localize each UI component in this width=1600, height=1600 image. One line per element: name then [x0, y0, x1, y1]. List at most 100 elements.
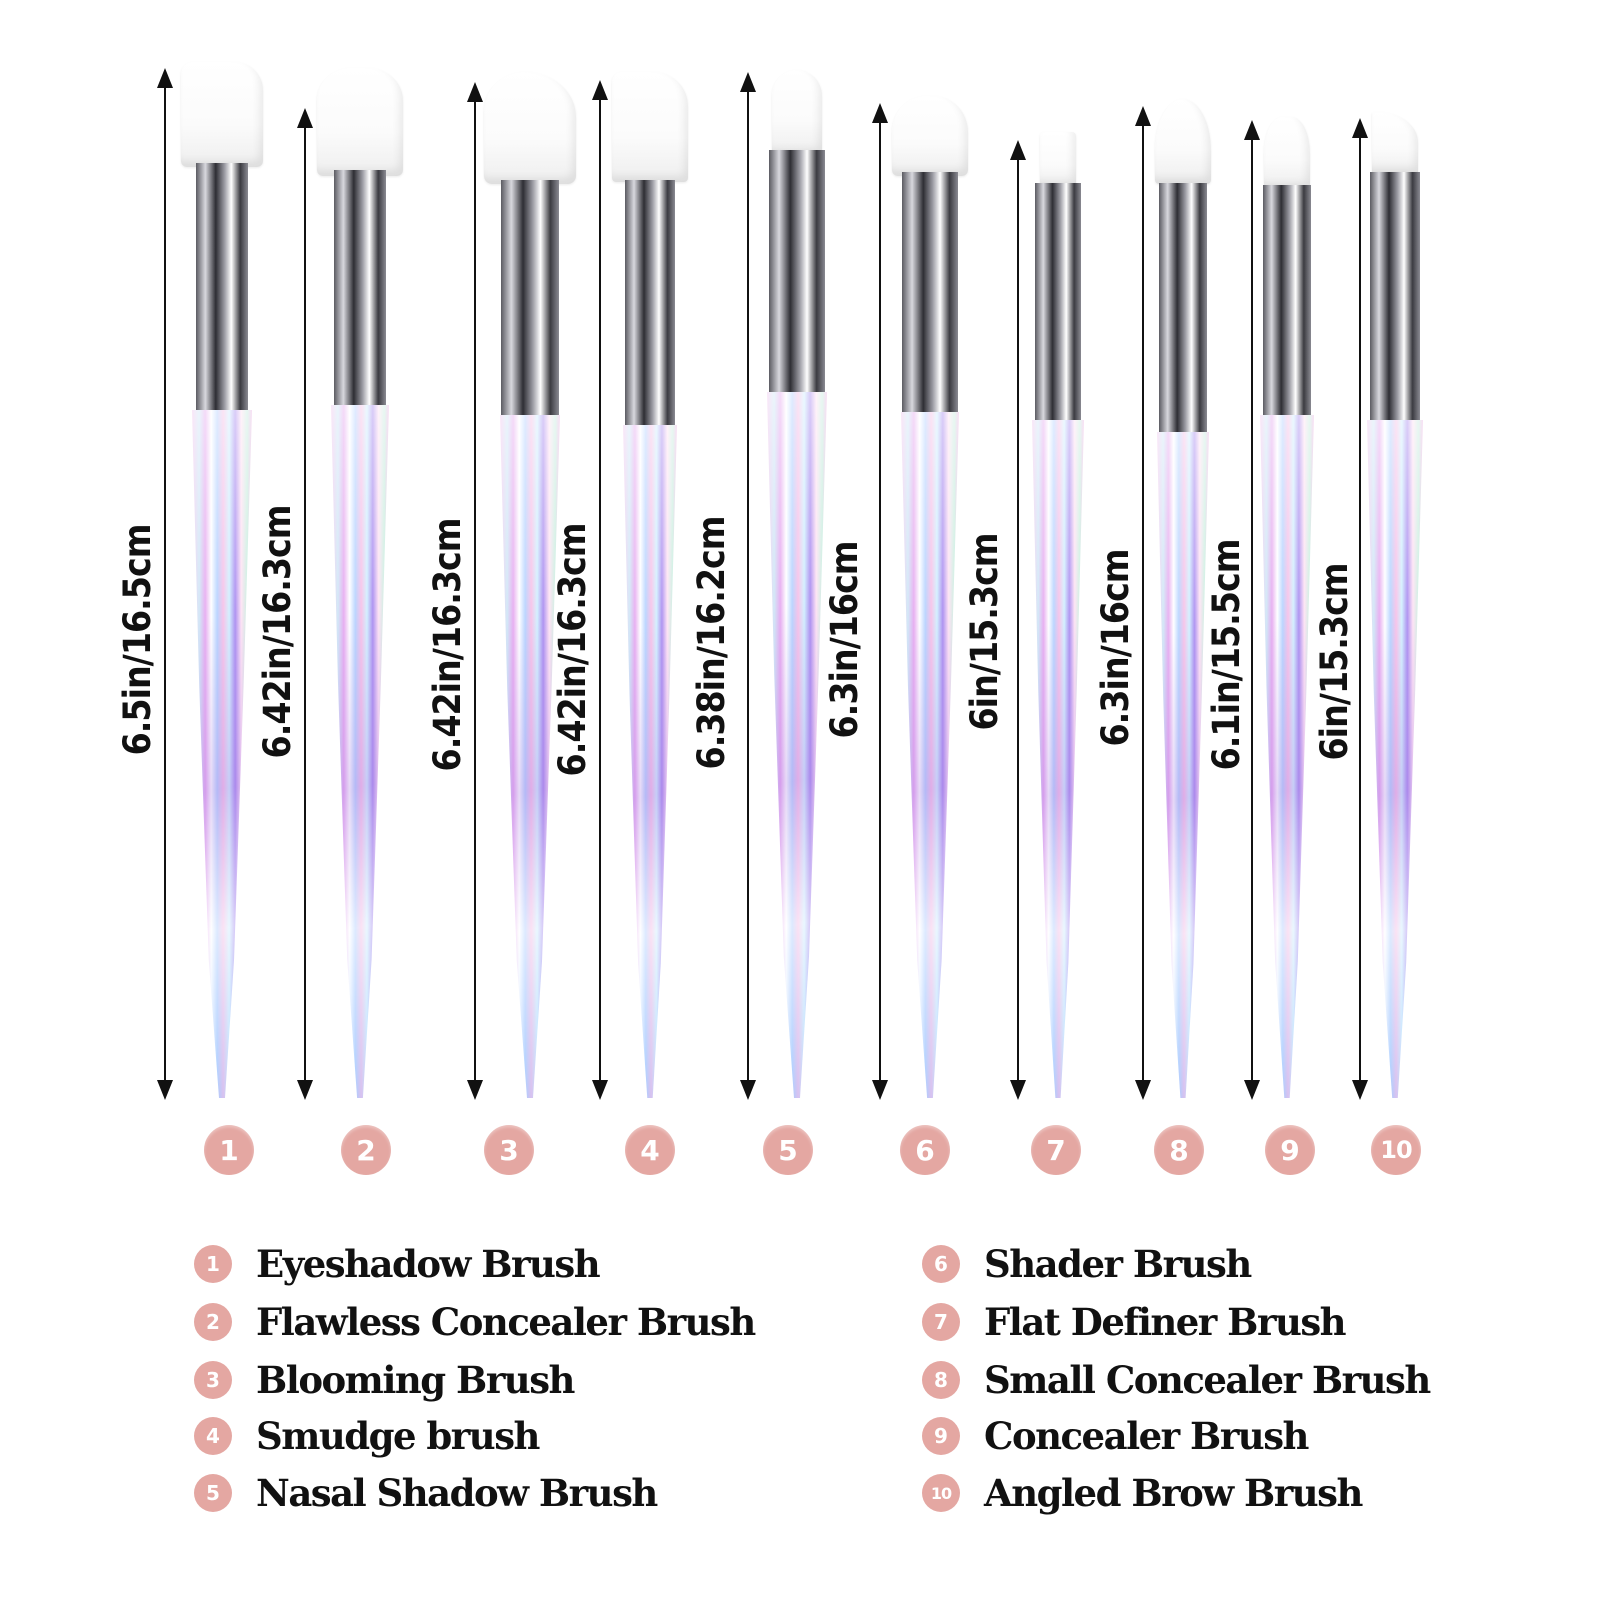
legend-brush-name: Small Concealer Brush	[984, 1358, 1431, 1402]
legend-number-badge: 10	[922, 1474, 960, 1512]
brush-bristles	[317, 68, 403, 176]
brush-length-label: 6in/15.3cm	[963, 533, 1006, 731]
brush-handle	[1032, 420, 1084, 1098]
brush-bristles	[1264, 117, 1310, 189]
legend-item: 8 Small Concealer Brush	[922, 1351, 1431, 1409]
brush-handle	[1260, 415, 1314, 1098]
legend-item: 10 Angled Brow Brush	[922, 1464, 1363, 1522]
brush-length-label: 6.5in/16.5cm	[116, 524, 159, 756]
brush-handle	[331, 405, 389, 1098]
brush-length-label: 6.1in/15.5cm	[1205, 539, 1248, 771]
brush-bristles	[1372, 112, 1418, 174]
legend-item: 3 Blooming Brush	[194, 1351, 575, 1409]
brush-length-label: 6.3in/16cm	[1094, 549, 1137, 747]
arrow-line	[599, 94, 601, 1086]
brush-ferrule	[1159, 183, 1207, 432]
legend-brush-name: Smudge brush	[256, 1414, 540, 1458]
legend-number-badge: 8	[922, 1361, 960, 1399]
arrow-line	[304, 122, 306, 1086]
arrow-down-icon	[297, 1080, 313, 1100]
brush-number-badge: 10	[1371, 1125, 1421, 1175]
legend-brush-name: Concealer Brush	[984, 1414, 1309, 1458]
legend-number-badge: 1	[194, 1245, 232, 1283]
arrow-up-icon	[1010, 140, 1026, 160]
legend-number-badge: 2	[194, 1303, 232, 1341]
arrow-line	[1017, 154, 1019, 1086]
brush-bristles	[772, 70, 822, 155]
legend-brush-name: Angled Brow Brush	[984, 1471, 1363, 1515]
brush-handle	[1367, 420, 1423, 1098]
brush-bristles	[1155, 99, 1211, 184]
brush-handle	[1157, 432, 1209, 1098]
arrow-line	[164, 82, 166, 1086]
legend-brush-name: Blooming Brush	[256, 1358, 575, 1402]
brush-ferrule	[902, 172, 958, 412]
brush-number-badge: 7	[1031, 1125, 1081, 1175]
legend-brush-name: Eyeshadow Brush	[256, 1242, 601, 1286]
legend-number-badge: 7	[922, 1303, 960, 1341]
legend-item: 7 Flat Definer Brush	[922, 1293, 1347, 1351]
brush-ferrule	[1370, 172, 1420, 420]
brush-number-badge: 2	[341, 1125, 391, 1175]
brush-ferrule	[1035, 183, 1081, 420]
legend-number-badge: 3	[194, 1361, 232, 1399]
brush-handle	[623, 425, 677, 1098]
arrow-line	[879, 117, 881, 1086]
legend-number-badge: 9	[922, 1417, 960, 1455]
legend-item: 1 Eyeshadow Brush	[194, 1235, 601, 1293]
arrow-up-icon	[592, 80, 608, 100]
arrow-up-icon	[1244, 120, 1260, 140]
legend-brush-name: Shader Brush	[984, 1242, 1252, 1286]
arrow-down-icon	[157, 1080, 173, 1100]
brush-length-label: 6.42in/16.3cm	[256, 505, 299, 759]
legend-item: 2 Flawless Concealer Brush	[194, 1293, 756, 1351]
brush-bristles	[181, 62, 263, 167]
arrow-down-icon	[1244, 1080, 1260, 1100]
brush-number-badge: 3	[484, 1125, 534, 1175]
arrow-down-icon	[467, 1080, 483, 1100]
arrow-down-icon	[1352, 1080, 1368, 1100]
brush-bristles	[1040, 132, 1076, 187]
brush-ferrule	[334, 170, 386, 405]
legend-brush-name: Flat Definer Brush	[984, 1300, 1347, 1344]
brush-ferrule	[501, 180, 559, 415]
arrow-line	[474, 96, 476, 1086]
legend-brush-name: Nasal Shadow Brush	[256, 1471, 658, 1515]
arrow-line	[1142, 120, 1144, 1086]
arrow-up-icon	[740, 72, 756, 92]
brush-ferrule	[769, 150, 825, 392]
arrow-line	[1359, 132, 1361, 1086]
arrow-up-icon	[467, 82, 483, 102]
arrow-down-icon	[1010, 1080, 1026, 1100]
legend-item: 9 Concealer Brush	[922, 1407, 1309, 1465]
brush-bristles	[484, 72, 576, 184]
arrow-up-icon	[1135, 106, 1151, 126]
legend-brush-name: Flawless Concealer Brush	[256, 1300, 756, 1344]
brush-handle	[192, 410, 252, 1098]
brush-ferrule	[625, 180, 675, 425]
arrow-down-icon	[592, 1080, 608, 1100]
arrow-down-icon	[740, 1080, 756, 1100]
arrow-up-icon	[297, 108, 313, 128]
brush-bristles	[612, 72, 688, 182]
brush-handle	[767, 392, 827, 1098]
brush-length-label: 6.42in/16.3cm	[551, 523, 594, 777]
legend-number-badge: 6	[922, 1245, 960, 1283]
brush-number-badge: 8	[1154, 1125, 1204, 1175]
arrow-up-icon	[157, 68, 173, 88]
arrow-line	[1251, 134, 1253, 1086]
arrow-up-icon	[872, 103, 888, 123]
arrow-down-icon	[1135, 1080, 1151, 1100]
brush-number-badge: 6	[900, 1125, 950, 1175]
brush-number-badge: 1	[204, 1125, 254, 1175]
brush-ferrule	[1263, 185, 1311, 415]
arrow-down-icon	[872, 1080, 888, 1100]
brush-length-label: 6in/15.3cm	[1313, 563, 1356, 761]
brush-length-label: 6.3in/16cm	[823, 541, 866, 739]
brush-length-label: 6.38in/16.2cm	[690, 516, 733, 770]
brush-length-label: 6.42in/16.3cm	[426, 518, 469, 772]
brush-ferrule	[196, 163, 248, 410]
